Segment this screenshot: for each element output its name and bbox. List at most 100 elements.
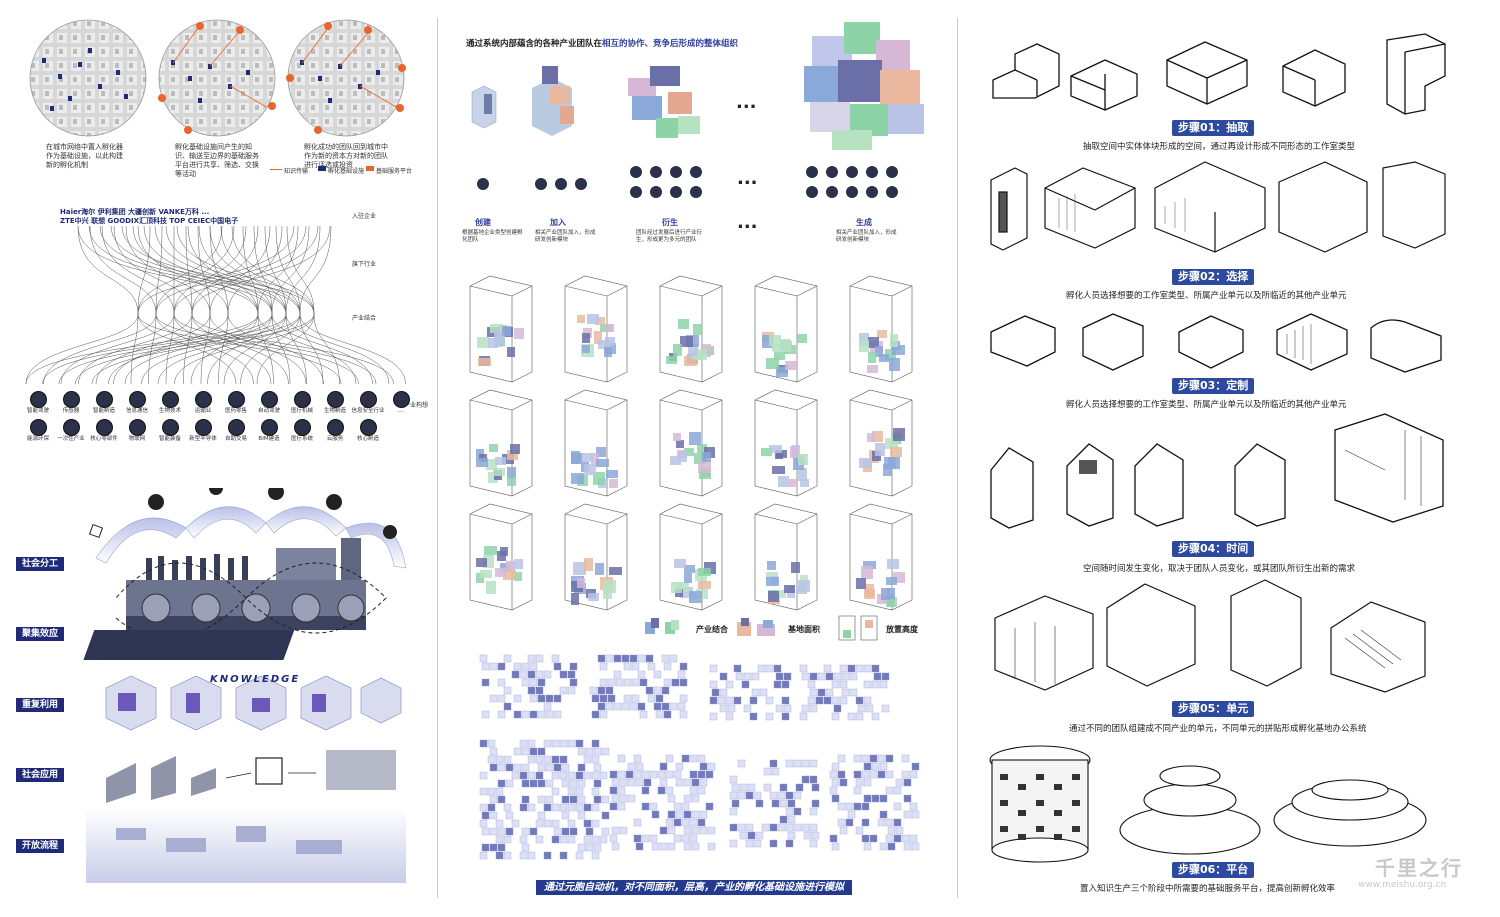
sankey-flow: [155, 225, 359, 385]
step04-desc: 空间随时间发生变化，取决于团队人员变化，或其团队所衍生出新的需求: [1083, 564, 1356, 574]
industry-row2-icon-2: [96, 419, 113, 436]
step06-desc: 置入知识生产三个阶段中所需要的基础服务平台，提高创新孵化效率: [1080, 884, 1336, 894]
industry-row2-icon-4: [162, 419, 179, 436]
industry-row2-icon-1: [63, 419, 80, 436]
industry-row1-icon-7: [261, 391, 278, 408]
industry-row1-icon-1: [63, 391, 80, 408]
step01-blocks: [992, 33, 1446, 115]
stage-industry-icon-18: [826, 186, 838, 198]
industry-row1-label-4: 生物技术: [158, 408, 181, 414]
sankey-flow: [299, 225, 406, 385]
simulation-box: [659, 389, 723, 497]
stage-industry-icon-1: [535, 178, 547, 190]
stage-desc-derive: 团队经过发展后进行产业衍生，形成更为多元的团队: [636, 230, 703, 243]
stage-industry-icon-12: [806, 166, 818, 178]
simulation-box: [659, 275, 723, 383]
step05-units: [994, 579, 1426, 693]
industry-row1-label-3: 信息通信: [125, 408, 148, 414]
step05-desc: 通过不同的团队组建成不同产业的单元，不同单元的拼贴形成孵化基地办公系统: [1069, 724, 1367, 734]
stage-title-join: 加入: [550, 218, 566, 227]
step03-title: 步骤03：定制: [1172, 378, 1255, 394]
simulation-box: [469, 389, 533, 497]
voxel-field: [609, 754, 716, 851]
step06-platforms: [989, 745, 1427, 863]
step04-title: 步骤04：时间: [1172, 541, 1255, 557]
map-1: [30, 20, 146, 136]
nav-open-process[interactable]: 开放流程: [16, 839, 64, 853]
step05-title: 步骤05：单元: [1172, 701, 1255, 717]
sankey-flow: [209, 225, 287, 385]
industry-row1-icon-6: [228, 391, 245, 408]
nav-social-division[interactable]: 社会分工: [16, 557, 64, 571]
nav-social-application[interactable]: 社会应用: [16, 768, 64, 782]
voxel-fields: [479, 654, 920, 860]
voxel-field: [589, 654, 688, 719]
step02-rooms: [990, 161, 1446, 253]
legend-base: 孵化基础设施: [328, 168, 365, 175]
simulation-box: [469, 503, 533, 611]
legend-flow: 知识传输: [284, 168, 309, 175]
legend-area: 基地面积: [788, 625, 820, 634]
industry-row2-icon-5: [195, 419, 212, 436]
stage-desc-join: 相关产业团队加入，形成研发创新模块: [535, 230, 596, 243]
sankey-flow: [155, 225, 254, 385]
industry-row2-label-3: 物联网: [128, 436, 146, 442]
knowledge-label: KNOWLEDGE: [210, 674, 301, 685]
industry-row2-label-2: 核心零部件: [90, 436, 118, 442]
stage-industry-icon-6: [670, 166, 682, 178]
simulation-box: [469, 275, 533, 383]
step01-desc: 抽取空间中实体体块形成的空间，通过再设计形成不同形态的工作室类型: [1083, 142, 1356, 152]
step02-desc: 孵化人员选择想要的工作室类型、所属产业单元以及所临近的其他产业单元: [1066, 291, 1347, 301]
dots-2: ...: [737, 168, 758, 189]
stage-industry-icon-11: [690, 186, 702, 198]
step04-time: [990, 413, 1444, 529]
sankey-flow: [42, 225, 273, 385]
industry-row1-label-1: 传感器: [62, 408, 80, 414]
industry-row2-icon-10: [360, 419, 377, 436]
sankey-label-new: 新产业构想: [398, 402, 429, 409]
middle-legend-icons: [645, 615, 878, 641]
simulation-box: [754, 389, 818, 497]
stage-industry-icon-10: [670, 186, 682, 198]
cluster-join: [532, 66, 574, 136]
step02-title: 步骤02：选择: [1172, 269, 1255, 285]
sankey-flow: [220, 225, 301, 385]
sankey-label-enter: 入驻企业: [352, 213, 377, 220]
industry-row1-icon-8: [294, 391, 311, 408]
industry-row1-icon-0: [30, 391, 47, 408]
sankey-flow: [173, 225, 377, 385]
simulation-box: [849, 389, 913, 497]
industry-row1-icon-11: [393, 391, 410, 408]
sankey-flow: [286, 225, 340, 385]
stage-desc-create: 根据基地企业类型创建孵化团队: [462, 230, 523, 243]
company-logos-row2: ZTE中兴 联想 GOODIX汇顶科技 TOP CEIEC中国电子: [60, 217, 239, 225]
cluster-generate: [804, 22, 924, 150]
simulation-box: [849, 503, 913, 611]
voxel-field: [729, 759, 820, 848]
nav-reuse[interactable]: 重复利用: [16, 698, 64, 712]
industry-row2-label-5: 新型半导体: [189, 436, 217, 442]
stage-industry-icon-15: [866, 166, 878, 178]
voxel-field: [479, 654, 578, 719]
stage-industry-icon-17: [806, 186, 818, 198]
stage-industry-icon-7: [690, 166, 702, 178]
sankey-flow: [191, 225, 289, 385]
stage-title-derive: 衍生: [662, 218, 678, 227]
stage-industry-icon-2: [555, 178, 567, 190]
industry-row1-label-5: 运输业: [194, 408, 212, 414]
industry-row1-label-9: 生物制造: [323, 408, 346, 414]
sankey-flow: [148, 225, 163, 385]
stage-industry-icon-13: [826, 166, 838, 178]
nav-cluster-effect[interactable]: 聚集效应: [16, 627, 64, 641]
cluster-growth: ...: [471, 22, 924, 150]
watermark-url: www.meishu.org.cn: [1358, 880, 1447, 890]
knowledge-illustration: [83, 488, 407, 883]
company-logos-row1: Haier海尔 伊利集团 大疆创新 VANKE万科 ...: [60, 208, 210, 216]
simulation-box-grid: [469, 275, 913, 611]
industry-row2-label-7: BIM建造: [258, 436, 280, 442]
industry-row1-icon-9: [327, 391, 344, 408]
cluster-derive: [628, 66, 700, 138]
sankey-label-industry: 旗下行业: [352, 261, 377, 268]
simulation-box: [754, 503, 818, 611]
industry-row1-label-6: 医药零售: [224, 408, 247, 414]
